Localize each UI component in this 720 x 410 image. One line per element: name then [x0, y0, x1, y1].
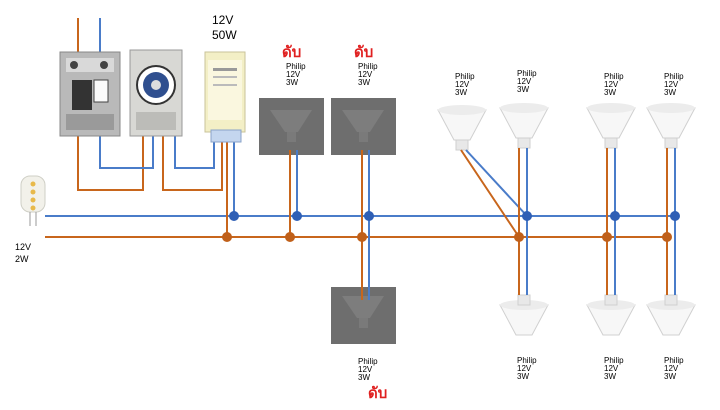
off-label-2: ดับ [354, 43, 374, 61]
side-lamp-power-label: 2W [15, 254, 29, 264]
mr16-lamp-5 [499, 294, 549, 336]
circuit-breaker [59, 51, 121, 137]
transformer [204, 51, 246, 143]
mr16-lamp-1 [437, 105, 487, 151]
junctions [229, 211, 680, 221]
g4-bulb-icon [20, 175, 46, 226]
transformer-voltage-label: 12V [212, 13, 234, 27]
off-lamp-2 [331, 98, 396, 155]
mr16-lamp-6 [586, 294, 636, 336]
mr16-lamp-7 [646, 294, 696, 336]
transformer-power-label: 50W [212, 28, 237, 42]
side-lamp-voltage-label: 12V [15, 242, 32, 252]
mr16-lamp-2 [499, 103, 549, 149]
off-lamp-1 [259, 98, 324, 155]
off-lamp-3 [331, 287, 396, 344]
off-label-1: ดับ [282, 43, 302, 61]
timer-switch [129, 49, 183, 137]
mr16-lamp-3 [586, 103, 636, 149]
mr16-lamp-4 [646, 103, 696, 149]
off-label-3: ดับ [368, 384, 388, 402]
